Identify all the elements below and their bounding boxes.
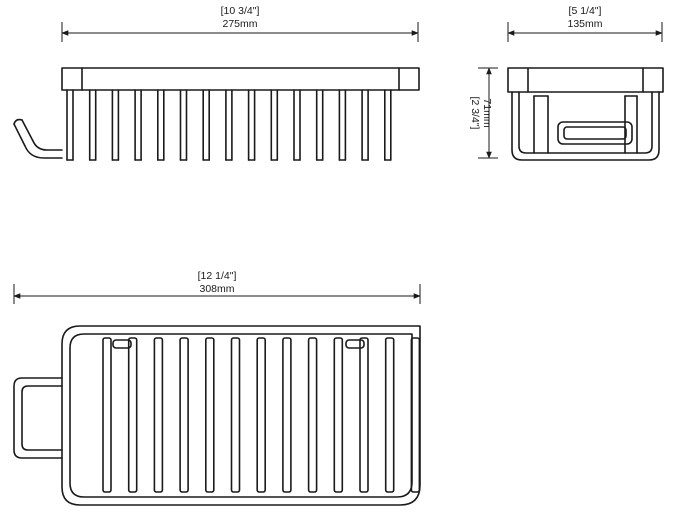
top-view: [12 1/4"] 308mm <box>13 270 421 506</box>
front-wire-bars <box>66 89 392 161</box>
top-length-dimension: [12 1/4"] 308mm <box>13 270 421 304</box>
side-view: [5 1/4"] 135mm [2 3/4"] 71mm <box>469 5 664 161</box>
top-hook <box>13 377 63 459</box>
side-width-metric: 135mm <box>567 18 602 30</box>
top-wire-bar <box>205 337 215 493</box>
front-width-imperial: [10 3/4"] <box>221 5 260 17</box>
front-top-rail <box>61 67 420 91</box>
top-wire-bar <box>179 337 189 493</box>
top-basket-frame <box>61 325 421 506</box>
top-wire-bar <box>359 337 369 493</box>
hook <box>13 118 63 159</box>
front-width-dimension: [10 3/4"] 275mm <box>61 5 419 42</box>
top-wire-bar <box>153 337 164 493</box>
top-wire-bar <box>102 337 112 493</box>
top-wire-bar <box>282 337 292 493</box>
top-wire-bar <box>256 337 267 493</box>
top-wire-bar <box>333 337 344 493</box>
height-metric: 71mm <box>481 98 493 127</box>
top-wire-bar <box>384 337 395 493</box>
top-wire-bars <box>102 337 421 493</box>
top-wire-bar <box>410 337 421 493</box>
top-length-imperial: [12 1/4"] <box>198 270 237 282</box>
height-imperial: [2 3/4"] <box>469 97 481 130</box>
top-wire-bar <box>127 337 138 493</box>
top-length-metric: 308mm <box>199 283 234 295</box>
top-clips <box>112 339 365 349</box>
side-width-dimension: [5 1/4"] 135mm <box>507 5 663 42</box>
height-dimension: [2 3/4"] 71mm <box>469 67 498 159</box>
side-basket <box>507 67 664 161</box>
front-view: [10 3/4"] 275mm <box>13 5 420 161</box>
top-wire-bar <box>307 337 318 493</box>
front-width-metric: 275mm <box>222 18 257 30</box>
side-width-imperial: [5 1/4"] <box>569 5 602 17</box>
top-wire-bar <box>230 337 241 493</box>
